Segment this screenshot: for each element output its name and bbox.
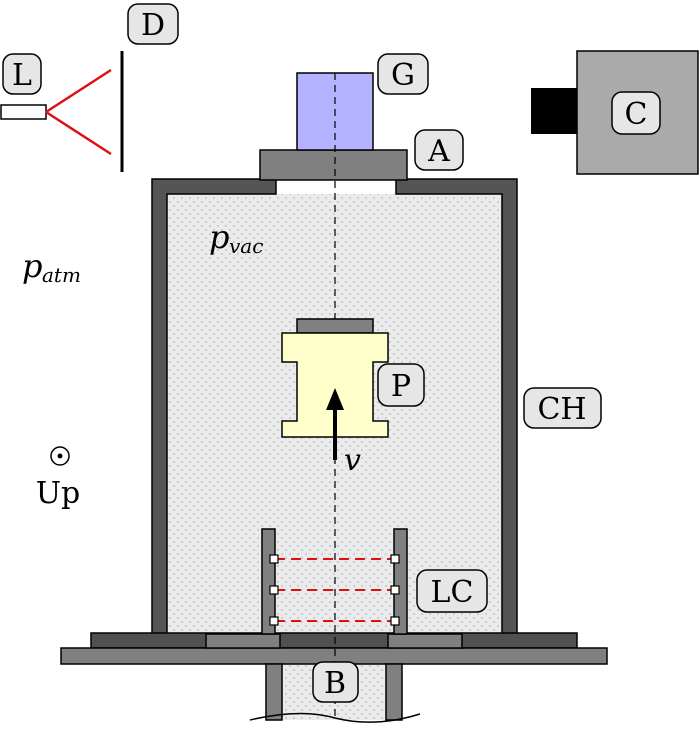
barrel-lower-left [265,663,283,721]
label-lc: LC [431,575,474,610]
inner-base-flange-right [387,633,463,649]
label-box-c [611,91,661,135]
label-g: G [391,58,415,93]
sensor-left-3 [269,616,279,626]
camera-lens [531,88,578,134]
barrel-break-line [249,712,421,723]
label-b: B [324,666,346,701]
sensor-right-3 [390,616,400,626]
label-l: L [12,58,32,93]
label-ch: CH [537,392,586,427]
sensor-right-2 [390,585,400,595]
label-box-b [312,661,359,703]
label-a: A [427,134,450,169]
p-vac-symbol: p [209,218,229,256]
inner-base-flange [205,633,281,649]
up-direction-dot [57,453,63,459]
label-box-d [127,3,179,45]
label-c: C [625,97,648,132]
barrel-lower-right [385,663,403,721]
sensor-left-2 [269,585,279,595]
label-up: Up [36,476,81,511]
label-box-l [2,53,42,95]
velocity-label: v [344,443,361,478]
base-plate-upper [90,632,578,649]
laser-body [0,104,47,120]
sensor-right-1 [390,554,400,564]
p-atm-symbol: p [22,247,42,285]
p-atm-subscript: atm [42,263,81,287]
label-box-g [377,53,429,95]
velocity-arrow-head [326,388,344,410]
sensor-left-1 [269,554,279,564]
laser-beam-upper [45,68,112,114]
label-d: D [141,8,165,43]
lid-flange-a [259,149,408,181]
p-vac-subscript: vac [229,234,263,258]
label-box-lc [416,569,488,613]
label-box-p [377,363,425,407]
label-box-ch [523,387,602,429]
label-p: P [391,369,411,404]
projectile-body [281,332,389,438]
laser-beam-lower [45,110,112,156]
label-box-a [414,129,464,171]
projectile-cap [296,318,374,334]
